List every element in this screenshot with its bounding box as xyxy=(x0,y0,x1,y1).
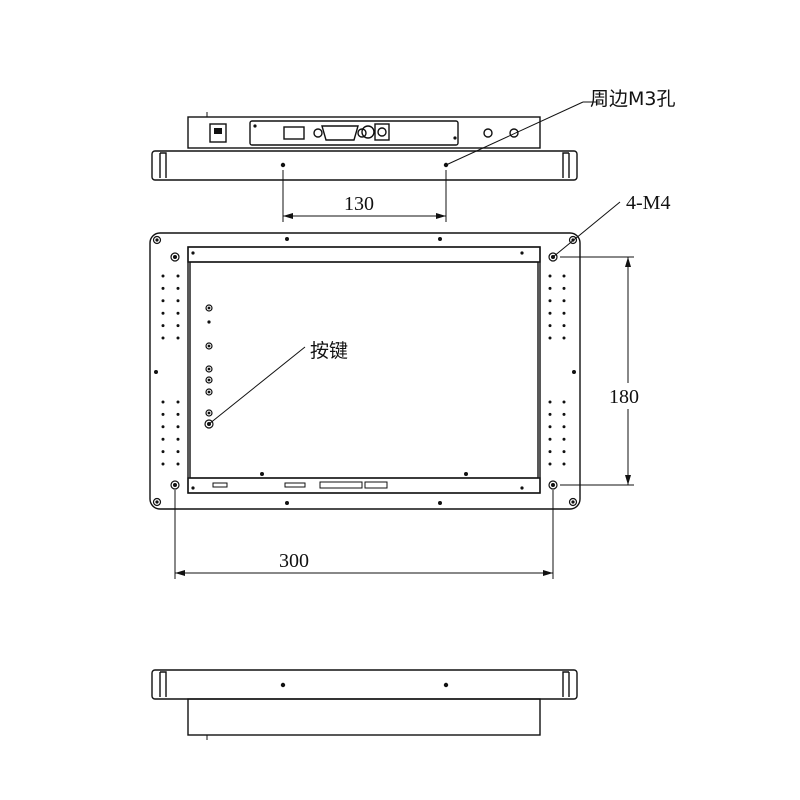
vent-hole xyxy=(548,437,552,441)
vent-hole xyxy=(161,336,165,340)
vent-hole xyxy=(176,311,180,315)
vent-hole xyxy=(176,286,180,290)
power-port-icon xyxy=(283,126,305,140)
m4-leader-line xyxy=(552,201,621,258)
bottom-housing xyxy=(187,698,541,736)
vent-hole xyxy=(562,299,566,303)
front-view xyxy=(149,232,581,510)
vent-hole xyxy=(548,311,552,315)
vent-hole xyxy=(161,412,165,416)
rear-housing xyxy=(187,116,541,149)
vent-hole xyxy=(176,462,180,466)
m3-holes-label: 周边M3孔 xyxy=(590,88,675,110)
m3-leader-line xyxy=(445,101,584,166)
vent-hole xyxy=(548,286,552,290)
vent-hole xyxy=(562,274,566,278)
vent-hole xyxy=(562,412,566,416)
vent-hole xyxy=(548,462,552,466)
dim-130-text: 130 xyxy=(344,193,374,215)
dim-300-text: 300 xyxy=(279,550,309,572)
vent-hole xyxy=(161,437,165,441)
bottom-bezel xyxy=(151,669,578,700)
vent-hole xyxy=(562,425,566,429)
vent-hole xyxy=(548,299,552,303)
vent-hole-grids xyxy=(161,274,566,466)
buttons-label: 按键 xyxy=(310,340,348,362)
vent-hole xyxy=(176,336,180,340)
vent-hole xyxy=(176,299,180,303)
vent-hole xyxy=(176,437,180,441)
bottom-view xyxy=(151,669,578,740)
vent-hole xyxy=(548,412,552,416)
vent-hole xyxy=(176,400,180,404)
vent-hole xyxy=(562,311,566,315)
audio-jack-icon xyxy=(361,125,375,139)
io-panel xyxy=(249,120,459,146)
vent-hole xyxy=(562,462,566,466)
vent-hole xyxy=(562,450,566,454)
inner-frame xyxy=(187,246,541,494)
usb-port-icon xyxy=(209,123,227,143)
vent-hole xyxy=(161,324,165,328)
dim-180-text: 180 xyxy=(609,386,639,408)
vent-hole xyxy=(176,324,180,328)
vent-hole xyxy=(176,450,180,454)
vent-hole xyxy=(161,286,165,290)
vent-hole xyxy=(548,336,552,340)
screen-area xyxy=(189,261,539,479)
vent-hole xyxy=(161,425,165,429)
vent-hole xyxy=(562,336,566,340)
top-view xyxy=(151,101,600,181)
vent-hole xyxy=(562,400,566,404)
vent-hole xyxy=(176,274,180,278)
dimension-130 xyxy=(282,170,447,222)
vent-hole xyxy=(548,324,552,328)
vent-hole xyxy=(562,324,566,328)
vent-hole xyxy=(548,400,552,404)
m4-holes-label: 4-M4 xyxy=(626,192,670,214)
vent-hole xyxy=(161,274,165,278)
vga-port-icon xyxy=(321,125,359,141)
vent-hole xyxy=(161,299,165,303)
vent-hole xyxy=(161,400,165,404)
vent-hole xyxy=(562,286,566,290)
vent-hole xyxy=(176,412,180,416)
vent-hole xyxy=(161,450,165,454)
vent-hole xyxy=(548,450,552,454)
front-bezel xyxy=(151,150,578,181)
vent-hole xyxy=(161,311,165,315)
button-leader-line xyxy=(208,346,306,425)
vent-hole xyxy=(161,462,165,466)
vent-hole xyxy=(562,437,566,441)
vent-hole xyxy=(548,274,552,278)
outer-frame xyxy=(149,232,581,510)
vent-hole xyxy=(548,425,552,429)
button-column xyxy=(204,304,214,429)
dimension-300 xyxy=(174,490,554,579)
dimension-180 xyxy=(560,256,634,486)
vent-hole xyxy=(176,425,180,429)
